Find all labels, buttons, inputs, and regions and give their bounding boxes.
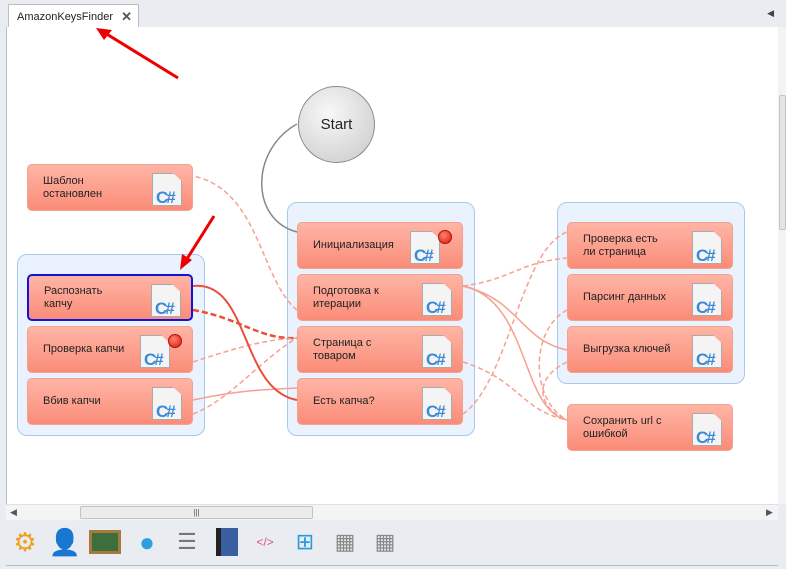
books-icon[interactable] <box>210 524 244 560</box>
node-label: Выгрузка ключей <box>583 343 671 355</box>
node-save-url[interactable]: Сохранить url с ошибкой C# <box>567 404 733 451</box>
list-icon[interactable]: ☰ <box>177 529 197 554</box>
stop-icon <box>168 334 182 348</box>
csharp-file-icon: C# <box>140 335 170 368</box>
node-label: Распознать капчу <box>44 284 103 310</box>
node-label: Вбив капчи <box>43 395 101 407</box>
node-label: Инициализация <box>313 239 394 251</box>
table-icon[interactable]: ▦ <box>334 529 356 554</box>
tab-title: AmazonKeysFinder <box>17 11 113 23</box>
code-file-icon[interactable]: </> <box>256 535 274 549</box>
node-recognize-captcha[interactable]: Распознать капчу C# <box>27 274 193 321</box>
node-init[interactable]: Инициализация C# <box>297 222 463 269</box>
tab-bar: AmazonKeysFinder ✕ ◀ <box>0 0 786 28</box>
tab-scroll-left-icon[interactable]: ◀ <box>767 8 774 18</box>
node-export-keys[interactable]: Выгрузка ключей C# <box>567 326 733 373</box>
node-enter-captcha[interactable]: Вбив капчи C# <box>27 378 193 425</box>
csharp-file-icon: C# <box>152 387 182 420</box>
csharp-file-icon: C# <box>692 283 722 316</box>
vertical-scrollbar[interactable] <box>778 27 786 504</box>
csharp-file-icon: C# <box>410 231 440 264</box>
csharp-file-icon: C# <box>692 231 722 264</box>
node-has-captcha[interactable]: Есть капча? C# <box>297 378 463 425</box>
scroll-left-icon[interactable]: ◀ <box>10 507 17 517</box>
csharp-file-icon: C# <box>422 387 452 420</box>
csharp-file-icon: C# <box>422 335 452 368</box>
node-label: Подготовка к итерации <box>313 284 379 310</box>
hierarchy-icon[interactable]: ⊞ <box>295 529 315 554</box>
node-label: Проверка капчи <box>43 343 125 355</box>
user-icon[interactable]: 👤 <box>48 526 82 557</box>
csharp-file-icon: C# <box>151 284 181 317</box>
node-label: Сохранить url с ошибкой <box>583 414 662 440</box>
close-icon[interactable]: ✕ <box>121 9 132 24</box>
start-node[interactable]: Start <box>298 86 375 163</box>
horizontal-scroll-thumb[interactable]: ||| <box>80 506 313 519</box>
csharp-file-icon: C# <box>422 283 452 316</box>
node-label: Страница с товаром <box>313 336 372 362</box>
node-parse[interactable]: Парсинг данных C# <box>567 274 733 321</box>
scroll-right-icon[interactable]: ▶ <box>766 507 773 517</box>
node-label: Проверка есть ли страница <box>583 232 658 258</box>
table2-icon[interactable]: ▦ <box>374 529 396 554</box>
chalkboard-icon[interactable] <box>88 524 122 560</box>
monster-icon[interactable]: ● <box>139 526 155 557</box>
node-check-captcha[interactable]: Проверка капчи C# <box>27 326 193 373</box>
csharp-file-icon: C# <box>152 173 182 206</box>
stop-icon <box>438 230 452 244</box>
vertical-scroll-thumb[interactable] <box>779 95 786 230</box>
tab-amazonkeysfinder[interactable]: AmazonKeysFinder ✕ <box>8 4 139 28</box>
node-template-stopped[interactable]: Шаблон остановлен C# <box>27 164 193 211</box>
gears-icon[interactable]: ⚙ <box>13 526 37 557</box>
node-label: Парсинг данных <box>583 291 667 303</box>
node-prepare[interactable]: Подготовка к итерации C# <box>297 274 463 321</box>
csharp-file-icon: C# <box>692 335 722 368</box>
node-product-page[interactable]: Страница с товаром C# <box>297 326 463 373</box>
node-label: Шаблон остановлен <box>43 174 103 200</box>
toolbar: ⚙ 👤 ● ☰ </> ⊞ ▦ ▦ <box>6 520 778 566</box>
node-label: Есть капча? <box>313 395 375 407</box>
node-check-page[interactable]: Проверка есть ли страница C# <box>567 222 733 269</box>
csharp-file-icon: C# <box>692 413 722 446</box>
